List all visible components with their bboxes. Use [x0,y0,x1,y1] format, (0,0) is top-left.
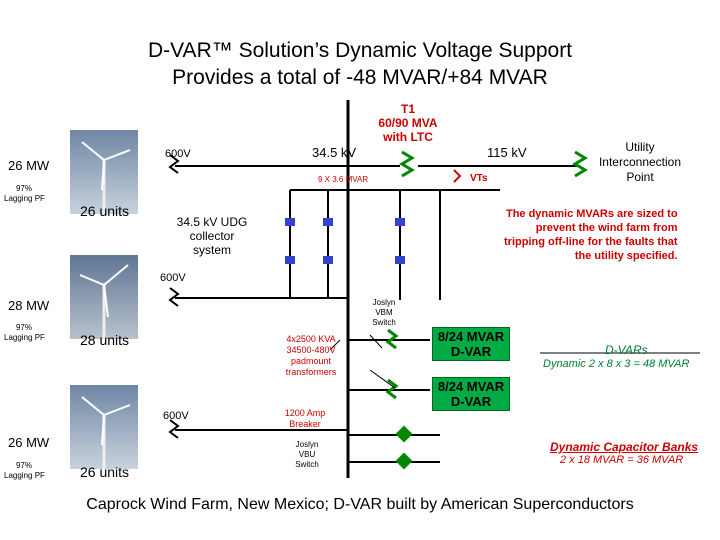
caps-subtitle: 2 x 18 MVAR = 36 MVAR [560,454,684,466]
cap-small-label: 9 X 3.6 MVAR [318,175,369,184]
dvar2-transformer-icon [385,378,399,400]
farm2-mw: 28 MW [8,298,50,313]
farm3-mw: 26 MW [8,435,50,450]
farm3-units: 26 units [80,464,130,480]
padmount-leader [329,339,341,351]
vt-icon [453,169,462,183]
dvars-subtitle: Dynamic 2 x 8 x 3 = 48 MVAR [543,358,690,370]
feeder-3-switch-icon [168,419,180,439]
cap-switch-icon-2 [395,452,413,470]
farm2-pf: 97%Lagging PF [4,323,45,342]
farm2-units: 28 units [80,332,130,348]
feeder-1-switch-icon [168,154,180,174]
caps-title: Dynamic Capacitor Banks [550,440,699,454]
farm1-mw: 26 MW [8,158,50,173]
feeder-2-switch-icon [168,287,180,307]
capacitor-markers [285,218,405,264]
farm1-pf: 97%Lagging PF [4,184,45,203]
wind-turbine-image-1 [70,130,138,214]
farm3-pf: 97%Lagging PF [4,461,45,480]
utility-breaker-icon [572,150,588,178]
dvars-title: D-VARs [605,343,648,357]
page-title-line1: D-VAR™ Solution’s Dynamic Voltage Suppor… [147,39,573,62]
joslyn-leader [369,334,383,349]
capacitor-bank-grid [289,189,500,300]
farm1-voltage: 600V [165,148,191,160]
dvar1-transformer-icon [385,328,399,350]
t1-transformer-icon [399,150,415,178]
page-title-line2: Provides a total of -48 MVAR/+84 MVAR [172,66,548,89]
kv-115-label: 115 kV [487,145,527,160]
kv-345-label: 34.5 kV [312,145,357,160]
cap-switch-icon-1 [395,425,413,443]
wind-turbine-image-2 [70,255,138,339]
vts-label: VTs [470,173,488,184]
farm3-voltage: 600V [163,410,189,422]
breaker-leader [369,369,396,389]
footer-caption: Caprock Wind Farm, New Mexico; D-VAR bui… [86,496,634,513]
wind-turbine-image-3 [70,385,138,469]
farm2-voltage: 600V [160,272,186,284]
farm1-units: 26 units [80,203,130,219]
